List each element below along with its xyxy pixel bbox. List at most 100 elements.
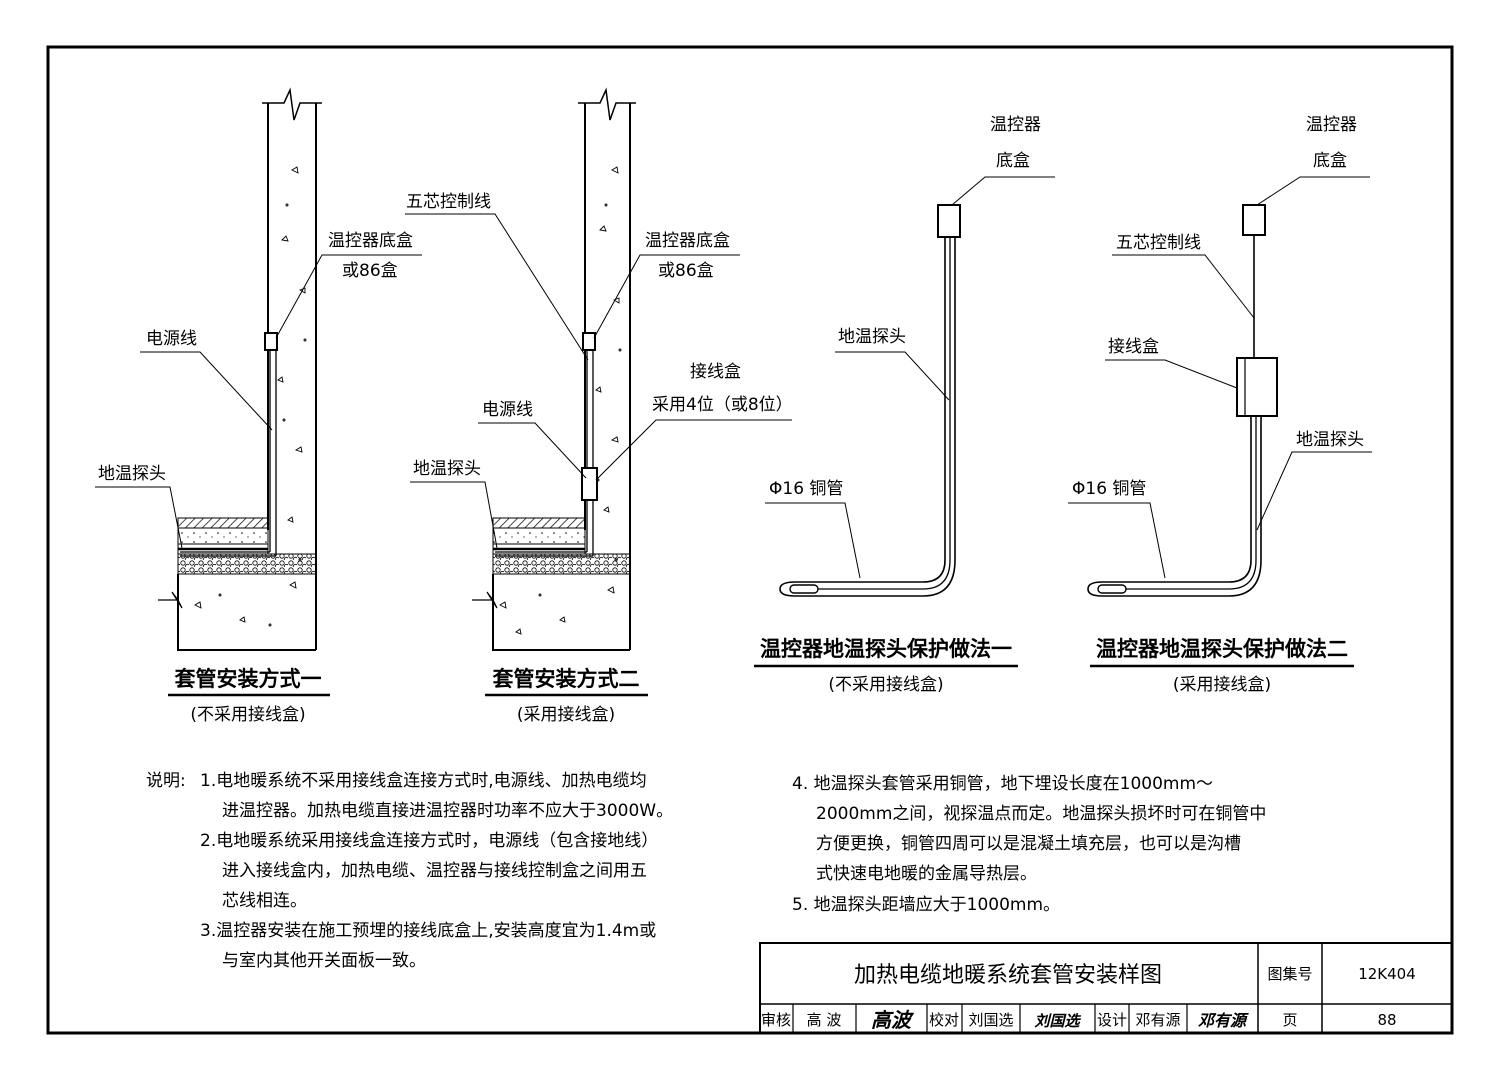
note-line-10: 方便更换，铜管四周可以是混凝土填充层，也可以是沟槽 (816, 834, 1241, 854)
leader-probe-1 (95, 486, 183, 549)
thermostat-box-4 (1242, 204, 1266, 236)
design-signature: 邓有源 (1198, 1011, 1249, 1030)
label-box2-2: 或86盒 (658, 261, 714, 281)
leader-probe-2 (410, 481, 498, 549)
label-wire5-4: 五芯控制线 (1116, 233, 1201, 253)
subtitle-1: (不采用接线盒) (190, 705, 305, 725)
leader-jbox-4 (1105, 359, 1238, 389)
note-line-5: 芯线相连。 (222, 891, 307, 911)
page-label: 页 (1282, 1011, 1297, 1029)
subtitle-3: (不采用接线盒) (828, 675, 943, 695)
review-label: 审核 (761, 1011, 791, 1029)
title-2: 套管安装方式二 (493, 667, 640, 691)
leader-pipe-3 (765, 502, 861, 579)
probe-wire-4 (1102, 416, 1257, 590)
title-block: 加热电缆地暖系统套管安装样图 图集号 12K404 页 88 审核 高 波 高波… (759, 942, 1453, 1034)
label-probe-1: 地温探头 (98, 464, 166, 484)
leader-pipe-4 (1068, 502, 1166, 579)
review-name: 高 波 (807, 1011, 842, 1029)
note-line-3: 2.电地暖系统采用接线盒连接方式时，电源线（包含接地线） (200, 831, 658, 851)
leader-wire5-2 (405, 213, 589, 361)
label-power-2: 电源线 (482, 400, 533, 420)
label-probe-4: 地温探头 (1296, 430, 1364, 450)
sleeve-pipe-1 (180, 350, 277, 557)
note-line-8: 4. 地温探头套管采用铜管，地下埋设长度在1000mm～ (792, 774, 1213, 794)
notes-prefix: 说明: (146, 771, 186, 791)
atlas-number: 12K404 (1358, 965, 1416, 983)
leader-tc-4 (1256, 176, 1370, 206)
break-mark-left-1 (158, 591, 183, 609)
note-line-4: 进入接线盒内，加热电缆、温控器与接线控制盒之间用五 (222, 861, 647, 881)
note-line-7: 与室内其他开关面板一致。 (222, 951, 426, 971)
leader-tc-3 (951, 176, 1055, 206)
floor-layer-fill-2 (492, 527, 586, 545)
floor-layer-insulation-2 (492, 553, 631, 575)
title-1: 套管安装方式一 (175, 667, 322, 691)
leader-jbox-2 (595, 419, 792, 481)
break-mark-top-1 (262, 87, 322, 121)
junction-box-4 (1236, 357, 1278, 417)
review-signature: 高波 (871, 1008, 915, 1032)
probe-tip-4 (1097, 584, 1127, 594)
floor-layer-hatch-1 (177, 517, 269, 529)
junction-box-2 (581, 467, 598, 501)
check-name: 刘国选 (968, 1011, 1013, 1029)
label-pipe-3: Φ16 铜管 (769, 479, 843, 499)
probe-wire-3 (795, 237, 951, 590)
probe-protection-1: 温控器 底盒 地温探头 Φ16 铜管 温控器地温探头保护做法一 (不采用接线盒) (754, 115, 1055, 695)
sheet-border (46, 45, 1454, 1035)
title-4: 温控器地温探头保护做法二 (1096, 637, 1348, 661)
probe-protection-2: 温控器 底盒 五芯控制线 接线盒 地温探头 Φ16 铜管 温控器地温探头保护做法… (1068, 115, 1372, 695)
title-3: 温控器地温探头保护做法一 (760, 637, 1012, 661)
slab-2 (492, 574, 630, 651)
note-line-9: 2000mm之间，视探温点而定。地温探头损坏时可在铜管中 (816, 804, 1266, 824)
copper-pipe-3 (779, 237, 956, 597)
thermostat-box-3 (937, 204, 961, 238)
label-tc-3: 温控器 (990, 115, 1041, 135)
leader-power-1 (140, 351, 273, 431)
label-tc-4: 温控器 (1306, 115, 1357, 135)
label-jbox2-2: 采用4位（或8位） (652, 395, 793, 415)
label-box-2: 温控器底盒 (645, 231, 730, 251)
leader-probe-4 (1256, 451, 1372, 531)
atlas-label: 图集号 (1267, 965, 1312, 983)
label-box2-1: 或86盒 (342, 261, 398, 281)
label-tc2-3: 底盒 (996, 151, 1030, 171)
thermostat-box-1 (264, 332, 278, 351)
label-pipe-4: Φ16 铜管 (1072, 479, 1146, 499)
design-label: 设计 (1097, 1011, 1127, 1029)
probe-tip-3 (789, 584, 819, 594)
page-number: 88 (1377, 1011, 1396, 1029)
label-wire5-2: 五芯控制线 (406, 192, 491, 212)
note-line-2: 进温控器。加热电缆直接进温控器时功率不应大于3000W。 (222, 801, 673, 821)
note-line-12: 5. 地温探头距墙应大于1000mm。 (792, 895, 1060, 915)
note-line-11: 式快速电地暖的金属导热层。 (816, 864, 1037, 884)
leader-probe-3 (835, 351, 950, 401)
label-box-1: 温控器底盒 (328, 231, 413, 251)
notes: 说明: 1.电地暖系统不采用接线盒连接方式时,电源线、加热电缆均 进温控器。加热… (146, 771, 1266, 971)
label-jbox-2: 接线盒 (690, 362, 741, 382)
break-mark-top-2 (578, 87, 636, 121)
thermostat-box-2 (582, 332, 596, 351)
break-mark-left-2 (472, 591, 498, 609)
note-line-6: 3.温控器安装在施工预埋的接线底盒上,安装高度宜为1.4m或 (200, 921, 656, 941)
floor-layer-hatch-2 (492, 517, 586, 529)
design-name: 邓有源 (1135, 1011, 1180, 1029)
subtitle-2: (采用接线盒) (517, 705, 615, 725)
floor-layer-insulation-1 (177, 553, 317, 575)
check-label: 校对 (929, 1011, 959, 1029)
leader-wire5-4 (1112, 254, 1255, 319)
leader-box-2 (593, 254, 740, 339)
copper-pipe-4 (1087, 416, 1262, 597)
label-probe-3: 地温探头 (838, 327, 906, 347)
drawing-title: 加热电缆地暖系统套管安装样图 (854, 963, 1162, 988)
label-probe-2: 地温探头 (413, 459, 481, 479)
sleeve-install-2: 五芯控制线 温控器底盒 或86盒 接线盒 采用4位（或8位） 电源线 地温探头 … (405, 87, 793, 725)
note-line-1: 1.电地暖系统不采用接线盒连接方式时,电源线、加热电缆均 (200, 771, 647, 791)
label-jbox-4: 接线盒 (1108, 337, 1159, 357)
label-tc2-4: 底盒 (1313, 151, 1347, 171)
label-power-1: 电源线 (146, 329, 197, 349)
subtitle-4: (采用接线盒) (1173, 675, 1271, 695)
sleeve-install-1: 温控器底盒 或86盒 电源线 地温探头 套管安装方式一 (不采用接线盒) (95, 87, 422, 725)
